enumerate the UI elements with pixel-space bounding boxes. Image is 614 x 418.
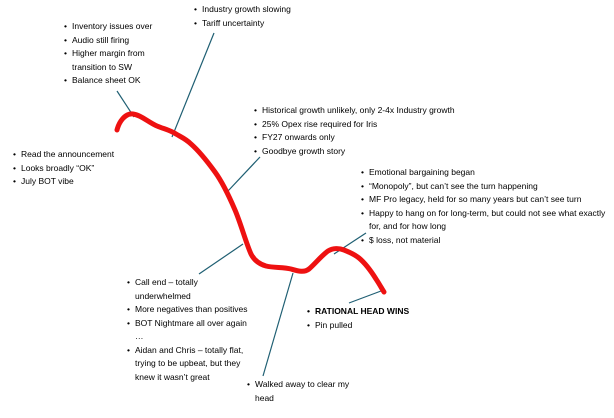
note-item: Inventory issues over bbox=[63, 20, 165, 34]
connector-rational-head bbox=[348, 290, 382, 304]
connector-walked-away bbox=[262, 272, 294, 377]
note-item: Walked away to clear my head bbox=[246, 378, 354, 405]
note-item: 25% Opex rise required for Iris bbox=[253, 118, 503, 132]
bullet-list: Read the announcement Looks broadly “OK”… bbox=[12, 148, 142, 189]
note-item: FY27 onwards only bbox=[253, 131, 503, 145]
note-item: Tariff uncertainty bbox=[193, 17, 323, 31]
bullet-list: Historical growth unlikely, only 2-4x In… bbox=[253, 104, 503, 158]
note-item: Balance sheet OK bbox=[63, 74, 165, 88]
note-item: MF Pro legacy, held for so many years bu… bbox=[360, 193, 608, 207]
note-item: Looks broadly “OK” bbox=[12, 162, 142, 176]
connector-growth-outlook bbox=[227, 156, 261, 192]
bullet-list: Industry growth slowing Tariff uncertain… bbox=[193, 3, 323, 30]
bullet-list: RATIONAL HEAD WINS Pin pulled bbox=[306, 305, 446, 332]
annotation-bargaining: Emotional bargaining began “Monopoly”, b… bbox=[360, 166, 608, 247]
annotation-concerns: Industry growth slowing Tariff uncertain… bbox=[193, 3, 323, 30]
note-item: Pin pulled bbox=[306, 319, 446, 333]
note-item: “Monopoly”, but can’t see the turn happe… bbox=[360, 180, 608, 194]
annotation-announcement-reaction: Read the announcement Looks broadly “OK”… bbox=[12, 148, 142, 189]
note-item: BOT Nightmare all over again … bbox=[126, 317, 254, 344]
bullet-list: Emotional bargaining began “Monopoly”, b… bbox=[360, 166, 608, 247]
note-item: Audio still firing bbox=[63, 34, 165, 48]
note-item: Emotional bargaining began bbox=[360, 166, 608, 180]
note-item: Historical growth unlikely, only 2-4x In… bbox=[253, 104, 503, 118]
note-item: Happy to hang on for long-term, but coul… bbox=[360, 207, 608, 234]
annotation-growth-outlook: Historical growth unlikely, only 2-4x In… bbox=[253, 104, 503, 158]
note-item: $ loss, not material bbox=[360, 234, 608, 248]
note-item: RATIONAL HEAD WINS bbox=[306, 305, 446, 319]
note-item: July BOT vibe bbox=[12, 175, 142, 189]
connector-concerns bbox=[171, 32, 215, 138]
bullet-list: Call end – totally underwhelmed More neg… bbox=[126, 276, 254, 384]
note-item: Industry growth slowing bbox=[193, 3, 323, 17]
note-item: Read the announcement bbox=[12, 148, 142, 162]
note-item: Higher margin from transition to SW bbox=[63, 47, 165, 74]
note-item: Goodbye growth story bbox=[253, 145, 503, 159]
annotation-rational-head: RATIONAL HEAD WINS Pin pulled bbox=[306, 305, 446, 332]
annotation-call-end: Call end – totally underwhelmed More neg… bbox=[126, 276, 254, 384]
bullet-list: Walked away to clear my head bbox=[246, 378, 354, 405]
note-item: Call end – totally underwhelmed bbox=[126, 276, 254, 303]
connector-call-end bbox=[198, 243, 244, 275]
journey-curve bbox=[114, 111, 387, 295]
annotation-positives: Inventory issues over Audio still firing… bbox=[63, 20, 165, 88]
note-item: Aidan and Chris – totally flat, trying t… bbox=[126, 344, 254, 385]
note-item: More negatives than positives bbox=[126, 303, 254, 317]
bullet-list: Inventory issues over Audio still firing… bbox=[63, 20, 165, 88]
annotation-walked-away: Walked away to clear my head bbox=[246, 378, 354, 405]
